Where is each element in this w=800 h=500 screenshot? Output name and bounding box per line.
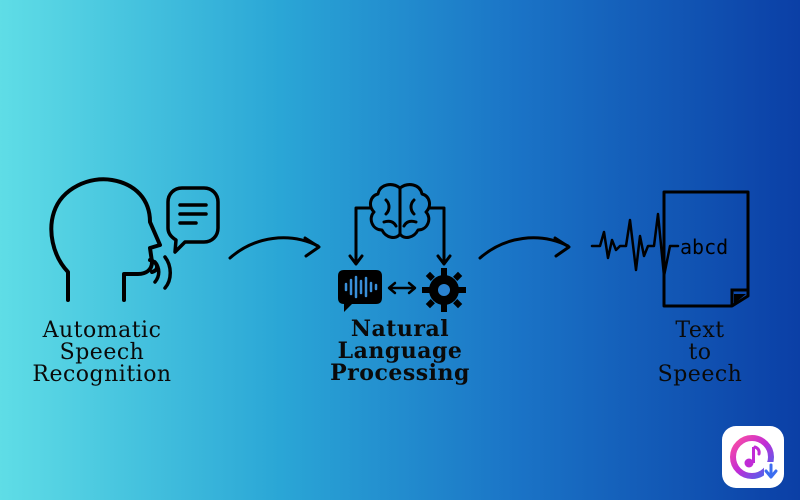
sound-waves-icon — [153, 255, 172, 290]
nlp-label: Natural Language Processing — [325, 318, 475, 384]
asr-label-line-2: Speech — [59, 340, 145, 365]
brain-icon — [369, 183, 431, 239]
tts-label-line-2: to — [688, 340, 712, 365]
tts-label-line-1: Text — [675, 318, 725, 343]
arrow-nlp-to-tts — [478, 236, 571, 260]
music-download-icon — [730, 435, 778, 480]
nlp-label-line-3: Processing — [330, 360, 470, 386]
document-text: abcd — [680, 235, 728, 259]
flow-connectors — [348, 206, 452, 266]
tts-label-line-3: Speech — [657, 362, 743, 387]
speech-bubble-icon — [166, 186, 220, 254]
app-badge[interactable] — [722, 426, 784, 488]
bidirectional-arrow-icon — [387, 281, 417, 295]
arrow-asr-to-nlp — [228, 236, 321, 260]
waveform-document-icon: abcd — [590, 190, 750, 308]
speaking-head-icon — [49, 177, 162, 302]
nlp-label-line-2: Language — [337, 338, 463, 364]
asr-label: Automatic Speech Recognition — [22, 320, 182, 386]
nlp-label-line-1: Natural — [350, 316, 450, 342]
asr-label-line-3: Recognition — [32, 362, 172, 387]
asr-label-line-1: Automatic — [42, 318, 162, 343]
tts-label: Text to Speech — [640, 320, 760, 386]
voice-message-icon — [338, 270, 382, 312]
gear-icon — [422, 268, 466, 312]
